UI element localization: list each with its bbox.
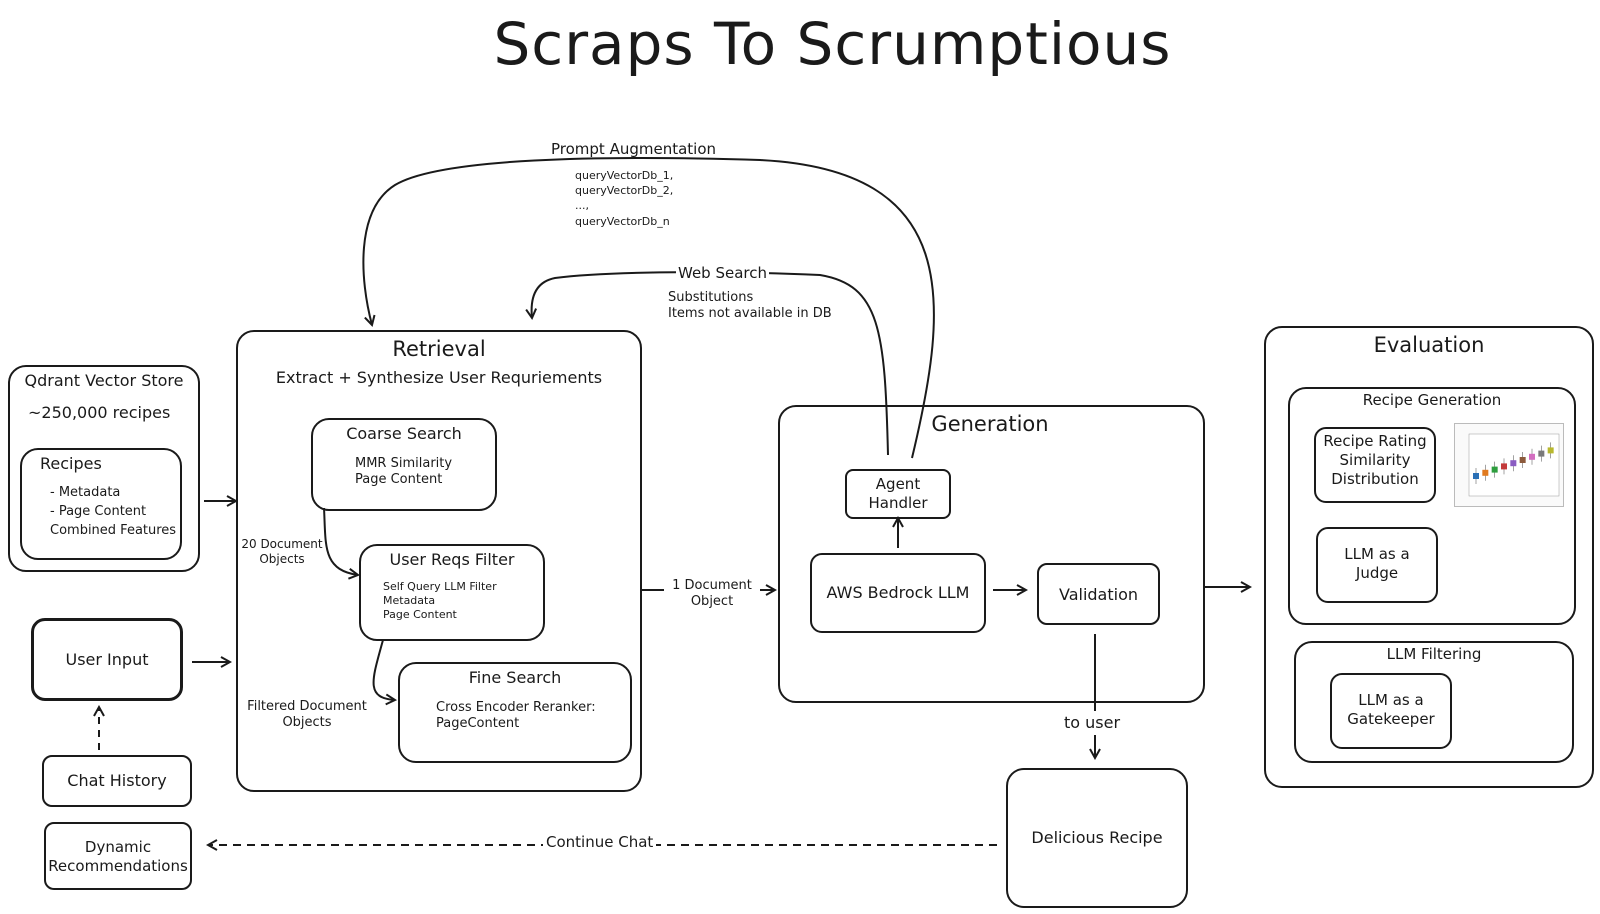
- chat-history-box[interactable]: Chat History: [42, 755, 192, 807]
- mini-box-4: [1510, 460, 1517, 467]
- validation-box: Validation: [1037, 563, 1160, 625]
- fine-search-body: Cross Encoder Reranker: PageContent: [436, 700, 596, 732]
- filtered-docs-label: Filtered Document Objects: [247, 699, 367, 731]
- qdrant-count: ~250,000 recipes: [28, 403, 171, 422]
- aws-bedrock-box: AWS Bedrock LLM: [810, 553, 986, 633]
- aws-bedrock-label: AWS Bedrock LLM: [826, 583, 970, 602]
- prompt-augmentation-body: queryVectorDb_1, queryVectorDb_2, ..., q…: [575, 169, 674, 228]
- recipe-generation-box: Recipe Generation Recipe Rating Similari…: [1288, 387, 1576, 625]
- web-search-label: Web Search: [676, 264, 770, 283]
- coarse-to-filter-arrow: [323, 507, 358, 575]
- mini-box-0: [1473, 473, 1479, 479]
- coarse-search-body: MMR Similarity Page Content: [355, 456, 453, 488]
- llm-filtering-title: LLM Filtering: [1386, 645, 1482, 663]
- llm-judge-label: LLM as a Judge: [1344, 545, 1410, 582]
- recipes-items: - Metadata - Page Content Combined Featu…: [50, 485, 177, 538]
- filter-to-fine-arrow: [372, 639, 395, 700]
- coarse-search-box: Coarse Search MMR Similarity Page Conten…: [311, 418, 497, 511]
- mini-box-8: [1547, 447, 1554, 454]
- one-document-label: 1 Document Object: [664, 578, 760, 611]
- mini-box-7: [1538, 450, 1545, 457]
- llm-gatekeeper-box: LLM as a Gatekeeper: [1330, 673, 1452, 749]
- recipe-generation-title: Recipe Generation: [1362, 391, 1502, 409]
- mini-box-5: [1519, 457, 1526, 463]
- agent-handler-label: Agent Handler: [868, 475, 928, 512]
- dynamic-recommendations-box: Dynamic Recommendations: [44, 822, 192, 890]
- fine-search-title: Fine Search: [468, 668, 562, 687]
- evaluation-box: Evaluation Recipe Generation Recipe Rati…: [1264, 326, 1594, 788]
- twenty-docs-label: 20 Document Objects: [241, 537, 323, 566]
- evaluation-title: Evaluation: [1373, 333, 1485, 357]
- retrieval-title: Retrieval: [392, 337, 486, 361]
- rating-distribution-label: Recipe Rating Similarity Distribution: [1323, 432, 1427, 488]
- fine-search-box: Fine Search Cross Encoder Reranker: Page…: [398, 662, 632, 763]
- user-reqs-filter-box: User Reqs Filter Self Query LLM Filter M…: [359, 544, 545, 641]
- qdrant-vector-store-box: Qdrant Vector Store ~250,000 recipes Rec…: [8, 365, 200, 572]
- user-input-label: User Input: [65, 650, 149, 669]
- delicious-recipe-box: Delicious Recipe: [1006, 768, 1188, 908]
- retrieval-box: Retrieval Extract + Synthesize User Requ…: [236, 330, 642, 792]
- recipes-title: Recipes: [40, 454, 102, 473]
- page-title: Scraps To Scrumptious: [493, 10, 1172, 78]
- mini-box-2: [1491, 466, 1498, 473]
- qdrant-title: Qdrant Vector Store: [24, 371, 184, 390]
- user-input-box[interactable]: User Input: [31, 618, 183, 701]
- user-reqs-filter-title: User Reqs Filter: [389, 550, 515, 569]
- validation-label: Validation: [1058, 585, 1138, 604]
- llm-judge-box: LLM as a Judge: [1316, 527, 1438, 603]
- generation-title: Generation: [931, 412, 1049, 436]
- mini-box-1: [1482, 469, 1489, 476]
- coarse-search-title: Coarse Search: [346, 424, 462, 443]
- chat-history-label: Chat History: [67, 771, 167, 790]
- delicious-recipe-label: Delicious Recipe: [1031, 828, 1163, 847]
- rating-distribution-thumbnail: [1454, 423, 1564, 507]
- dynamic-recommendations-label: Dynamic Recommendations: [48, 838, 188, 875]
- to-user-label: to user: [1062, 711, 1123, 735]
- llm-gatekeeper-label: LLM as a Gatekeeper: [1347, 691, 1435, 728]
- mini-box-6: [1529, 453, 1535, 460]
- agent-handler-box[interactable]: Agent Handler: [845, 469, 951, 519]
- llm-filtering-box: LLM Filtering LLM as a Gatekeeper: [1294, 641, 1574, 763]
- rating-distribution-box: Recipe Rating Similarity Distribution: [1314, 427, 1436, 503]
- continue-chat-label: Continue Chat: [543, 833, 657, 852]
- mini-box-3: [1501, 463, 1507, 470]
- generation-box: Generation Agent Handler AWS Bedrock LLM…: [778, 405, 1205, 703]
- prompt-augmentation-arrow: [362, 157, 935, 459]
- retrieval-subtitle: Extract + Synthesize User Requriements: [275, 368, 603, 387]
- prompt-augmentation-label: Prompt Augmentation: [551, 140, 717, 158]
- user-reqs-filter-body: Self Query LLM Filter Metadata Page Cont…: [383, 580, 497, 621]
- recipes-box: Recipes - Metadata - Page Content Combin…: [20, 448, 182, 560]
- web-search-body: Substitutions Items not available in DB: [668, 290, 832, 322]
